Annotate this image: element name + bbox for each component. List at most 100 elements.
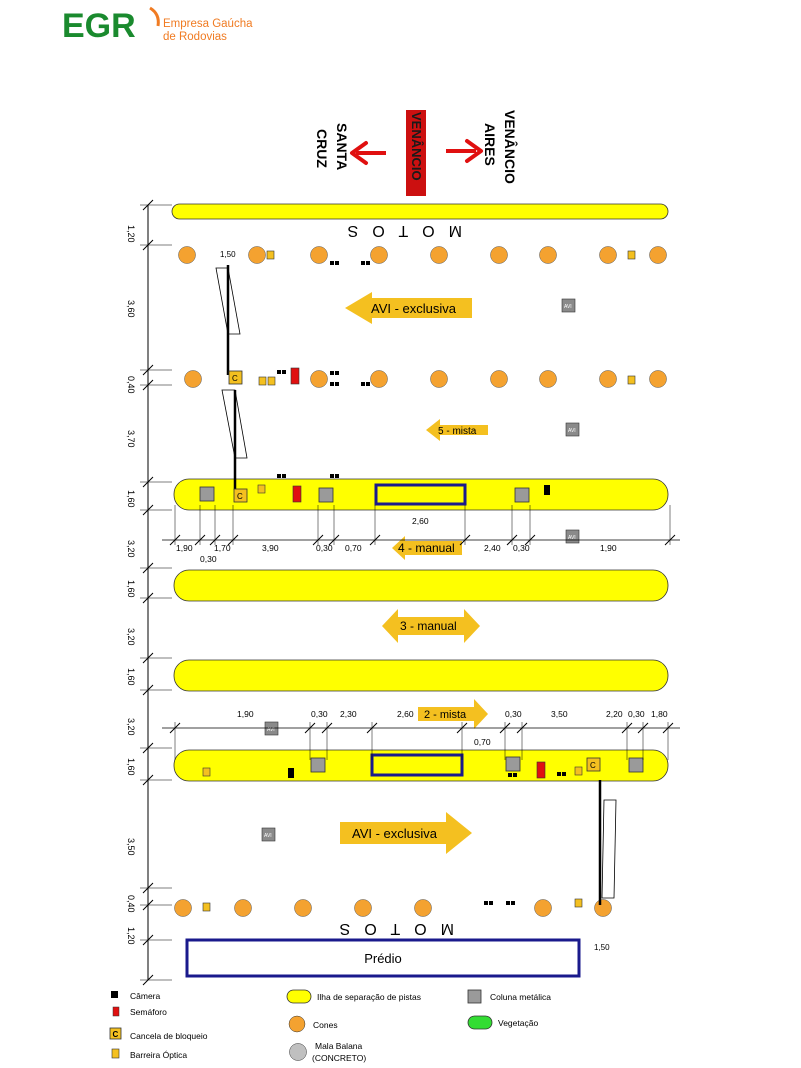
legend-ilha-icon bbox=[286, 989, 312, 1004]
axis-label: 0,40 bbox=[126, 895, 136, 913]
cone bbox=[248, 246, 266, 264]
cone bbox=[594, 899, 612, 917]
axis-label: 1,20 bbox=[126, 225, 136, 243]
avi-antenna-icon bbox=[565, 422, 580, 437]
axis-label: 1,60 bbox=[126, 580, 136, 598]
lane4-label: 4 - manual bbox=[398, 541, 455, 555]
logo-swoosh-icon bbox=[149, 6, 160, 27]
row2-label: 2,20 bbox=[606, 709, 623, 719]
row2-label: 0,30 bbox=[311, 709, 328, 719]
row4-label: 1,90 bbox=[600, 543, 617, 553]
motos-label-top: MOTOS bbox=[334, 222, 462, 239]
sensor-icon bbox=[508, 773, 512, 777]
cancela-icon bbox=[586, 757, 601, 772]
row2-extra-label: 0,70 bbox=[474, 737, 491, 747]
sensor-icon bbox=[361, 382, 365, 386]
logo-name-line2: de Rodovias bbox=[163, 31, 227, 43]
lane4-arrow: 4 - manual bbox=[392, 536, 462, 560]
metal-column bbox=[514, 487, 530, 503]
sensor-icon bbox=[366, 261, 370, 265]
axis-label: 1,20 bbox=[126, 927, 136, 945]
lane5-label: 5 - mista bbox=[438, 426, 477, 437]
row2-label: 0,30 bbox=[628, 709, 645, 719]
legend-barreira: Barreira Óptica bbox=[130, 1050, 187, 1060]
legend-camera: Câmera bbox=[130, 991, 161, 1001]
legend-cancela-icon bbox=[109, 1027, 122, 1040]
sensor-icon bbox=[506, 901, 510, 905]
barreira-icon bbox=[258, 376, 267, 386]
row2-label: 1,80 bbox=[651, 709, 668, 719]
logo-name-line1: Empresa Gaúcha bbox=[163, 18, 253, 30]
lane5-arrow: 5 - mista bbox=[426, 419, 488, 441]
metal-column bbox=[628, 757, 644, 773]
legend-mala-line1: Mala Balana bbox=[315, 1041, 363, 1051]
avi-antenna-icon bbox=[264, 721, 279, 736]
row2-label: 3,50 bbox=[551, 709, 568, 719]
row4-extra-label: 0,30 bbox=[200, 554, 217, 564]
sensor-icon bbox=[489, 901, 493, 905]
gate-arm-outline bbox=[215, 267, 241, 335]
sensor-icon bbox=[330, 382, 334, 386]
camera-icon bbox=[544, 485, 550, 495]
sensor-icon bbox=[330, 371, 334, 375]
barreira-icon bbox=[266, 250, 275, 260]
barreira-icon bbox=[267, 376, 276, 386]
cone bbox=[490, 246, 508, 264]
booth-top bbox=[374, 483, 467, 506]
row2-label: 2,60 bbox=[397, 709, 414, 719]
avi-label: AVI bbox=[267, 727, 275, 733]
cancela-icon bbox=[228, 370, 243, 385]
row4-label: 0,30 bbox=[513, 543, 530, 553]
cone bbox=[370, 246, 388, 264]
row2-label: 2,30 bbox=[340, 709, 357, 719]
metal-column bbox=[318, 487, 334, 503]
axis-label: 3,70 bbox=[126, 430, 136, 448]
avi-label: AVI bbox=[568, 535, 576, 541]
building-label: Prédio bbox=[364, 951, 402, 966]
metal-column bbox=[505, 756, 521, 772]
sensor-icon bbox=[282, 370, 286, 374]
left-dimension-axis: 1,203,600,403,701,603,201,603,201,603,20… bbox=[126, 199, 172, 986]
row4-label: 2,40 bbox=[484, 543, 501, 553]
barreira-icon bbox=[627, 250, 636, 260]
cone bbox=[310, 370, 328, 388]
sensor-icon bbox=[335, 261, 339, 265]
legend-vegetacao-icon bbox=[467, 1015, 493, 1030]
barreira-icon bbox=[574, 898, 583, 908]
sensor-icon bbox=[277, 474, 281, 478]
axis-label: 3,20 bbox=[126, 718, 136, 736]
legend: Câmera Semáforo C Cancela de bloqueio Ba… bbox=[109, 989, 551, 1063]
island-lane3-4 bbox=[173, 569, 669, 602]
cancela-label: C bbox=[232, 374, 238, 383]
lane3-label: 3 - manual bbox=[400, 619, 457, 633]
row4-label: 1,70 bbox=[214, 543, 231, 553]
legend-vegetacao: Vegetação bbox=[498, 1018, 538, 1028]
top-island bbox=[171, 203, 669, 220]
island-lane2-3 bbox=[173, 659, 669, 692]
sensor-icon bbox=[513, 773, 517, 777]
gate-arm-outline bbox=[601, 799, 617, 899]
legend-semaforo-icon bbox=[112, 1006, 120, 1017]
sensor-icon bbox=[335, 371, 339, 375]
legend-cones: Cones bbox=[313, 1020, 338, 1030]
logo-abbr: EGR bbox=[62, 7, 136, 45]
cone bbox=[310, 246, 328, 264]
row4-label: 0,70 bbox=[345, 543, 362, 553]
legend-coluna-icon bbox=[467, 989, 482, 1004]
axis-label: 1,60 bbox=[126, 758, 136, 776]
direction-right-line2: AIRES bbox=[482, 123, 498, 166]
gate-arm-outline bbox=[221, 389, 248, 459]
sensor-icon bbox=[330, 261, 334, 265]
legend-coluna: Coluna metálica bbox=[490, 992, 551, 1002]
row4-label: 1,90 bbox=[176, 543, 193, 553]
sensor-icon bbox=[330, 474, 334, 478]
cone bbox=[599, 370, 617, 388]
avi-antenna-icon bbox=[561, 298, 576, 313]
center-direction-box bbox=[406, 110, 426, 196]
avi-label: AVI bbox=[264, 833, 272, 839]
row4-label: 3,90 bbox=[262, 543, 279, 553]
cone bbox=[184, 370, 202, 388]
booth-bottom bbox=[370, 753, 464, 777]
